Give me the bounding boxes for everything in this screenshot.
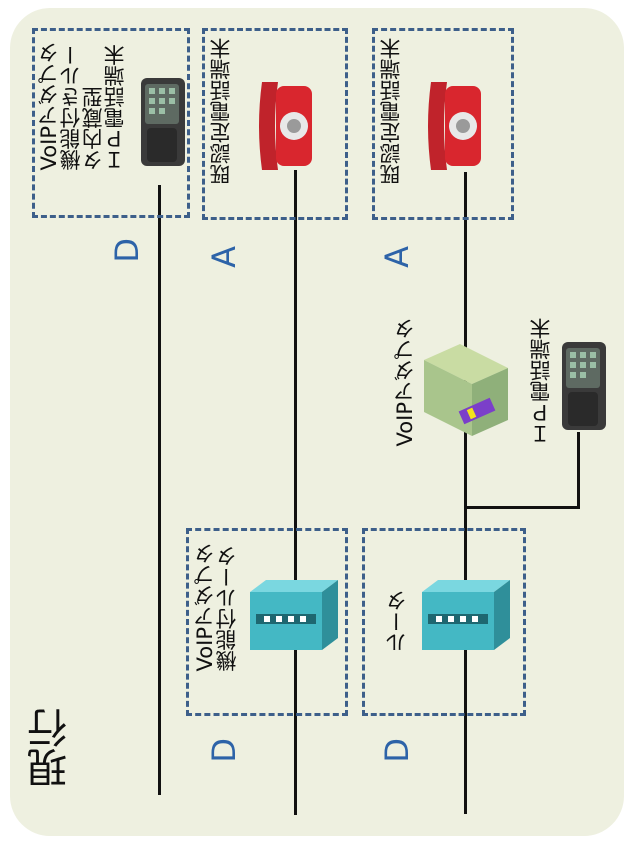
ip-phone-icon bbox=[137, 78, 189, 168]
label-row2-line-top: A bbox=[205, 246, 243, 268]
label-ip-phone: ＩＰ電話端末 bbox=[530, 318, 552, 444]
label-row3-bottom-device: ルータ bbox=[386, 590, 408, 653]
analog-phone-icon bbox=[256, 78, 314, 174]
label-row1-top-device: VoIPアダプタ 機能付きルー タ内蔵型 ＩＰ電話端末 bbox=[38, 42, 126, 170]
line-row3-branch-v bbox=[577, 432, 580, 509]
label-row3-line-top: A bbox=[378, 246, 416, 268]
router-icon bbox=[418, 578, 514, 652]
label-row2-bottom-device: VoIPアダプタ 機能付ルータ bbox=[194, 543, 238, 671]
label-row2-line-bottom: D bbox=[205, 738, 243, 763]
label-voip-adapter: VoIPアダプタ bbox=[394, 318, 416, 446]
label-row3-top-device: 既認定電話端末 bbox=[380, 38, 402, 185]
line-row1 bbox=[158, 185, 161, 795]
diagram-title: 現行 bbox=[30, 708, 72, 788]
ip-phone-icon bbox=[558, 342, 610, 432]
label-row1-line-top: D bbox=[108, 238, 146, 263]
line-row3-branch-h bbox=[464, 506, 580, 509]
label-row3-line-bottom: D bbox=[378, 738, 416, 763]
router-icon bbox=[246, 578, 342, 652]
analog-phone-icon bbox=[425, 78, 483, 174]
line-row2 bbox=[294, 170, 297, 815]
line-row3 bbox=[464, 172, 467, 814]
voip-adapter-icon bbox=[420, 340, 512, 440]
label-row2-top-device: 既認定電話端末 bbox=[210, 38, 232, 185]
